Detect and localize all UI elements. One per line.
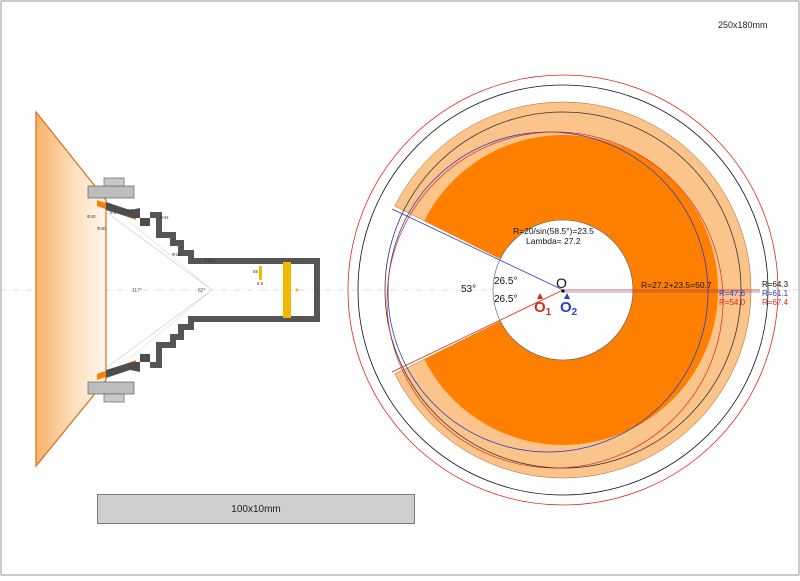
angle-62: 62° — [198, 288, 206, 294]
inner-cone-lines-2 — [129, 221, 213, 359]
dim-55: 55 — [253, 269, 259, 274]
side-view: Φ42 Φ40 6.0 20 Φ44 Φ22 Φ18 117° 62° 55 5… — [35, 110, 320, 468]
outline-circle-red-outer — [347, 74, 779, 506]
sector-dark-orange — [424, 135, 718, 445]
upper-clamp-nut — [103, 177, 125, 187]
radius-label-47-6: R=47.6 — [719, 289, 746, 298]
angle-117: 117° — [132, 288, 142, 294]
label-center-o: O — [556, 275, 567, 291]
dim-5-5: 5.5 — [257, 281, 264, 286]
label-angle-bottom: 26.5° — [494, 294, 517, 305]
adapter-upper-lip — [106, 202, 150, 226]
radial-line-upper — [391, 208, 564, 291]
lower-clamp — [87, 381, 135, 395]
radius-label-54-0: R=54.0 — [719, 298, 746, 307]
center-marker-o2 — [564, 293, 570, 299]
scale-bar-label: 100x10mm — [231, 503, 281, 515]
radius-label-61-1: R=61.1 — [762, 289, 789, 298]
lower-clamp-nut — [103, 393, 125, 403]
sheet-size-label: 250x180mm — [718, 20, 768, 30]
dim-phi40: Φ40 — [97, 226, 106, 231]
center-point-o — [561, 289, 565, 293]
label-angle-top: 26.5° — [494, 276, 517, 287]
tube-end-cap — [314, 258, 320, 322]
center-marker-o1 — [537, 293, 543, 299]
yellow-dot — [295, 288, 299, 292]
dim-phi44: Φ44 — [160, 215, 169, 220]
yellow-element — [283, 262, 291, 318]
adapter-upper-body — [150, 212, 320, 264]
circle-red-o1 — [386, 131, 724, 469]
label-formula-r2: R=27.2+23.5=50.7 — [641, 280, 712, 290]
outline-circle-black — [357, 84, 769, 496]
horn-cone — [35, 110, 107, 468]
upper-clamp — [87, 185, 135, 199]
dim-phi18: Φ18 — [204, 258, 213, 263]
radius-label-64-3: R=64.3 — [762, 280, 789, 289]
radial-line-lower — [391, 289, 564, 373]
label-center-o2: O2 — [560, 299, 578, 318]
label-angle-53: 53° — [461, 284, 476, 295]
dim-20: 20 — [128, 208, 134, 213]
dim-phi42: Φ42 — [87, 214, 96, 219]
dim-phi22: Φ22 — [172, 252, 181, 257]
adapter-lower-body — [150, 316, 320, 368]
adapter-lower-lip — [106, 354, 150, 378]
label-center-o1: O1 — [534, 299, 552, 318]
radius-label-67-4: R=67.4 — [762, 298, 789, 307]
flat-pattern: R=20/sin(58.5°)=23.5 Lambda= 27.2 R=27.2… — [347, 74, 789, 506]
yellow-marker — [259, 266, 262, 280]
label-lambda: Lambda= 27.2 — [526, 236, 581, 246]
label-formula-r: R=20/sin(58.5°)=23.5 — [513, 226, 594, 236]
dim-6: 6.0 — [110, 210, 117, 215]
scale-bar: 100x10mm — [97, 494, 415, 524]
